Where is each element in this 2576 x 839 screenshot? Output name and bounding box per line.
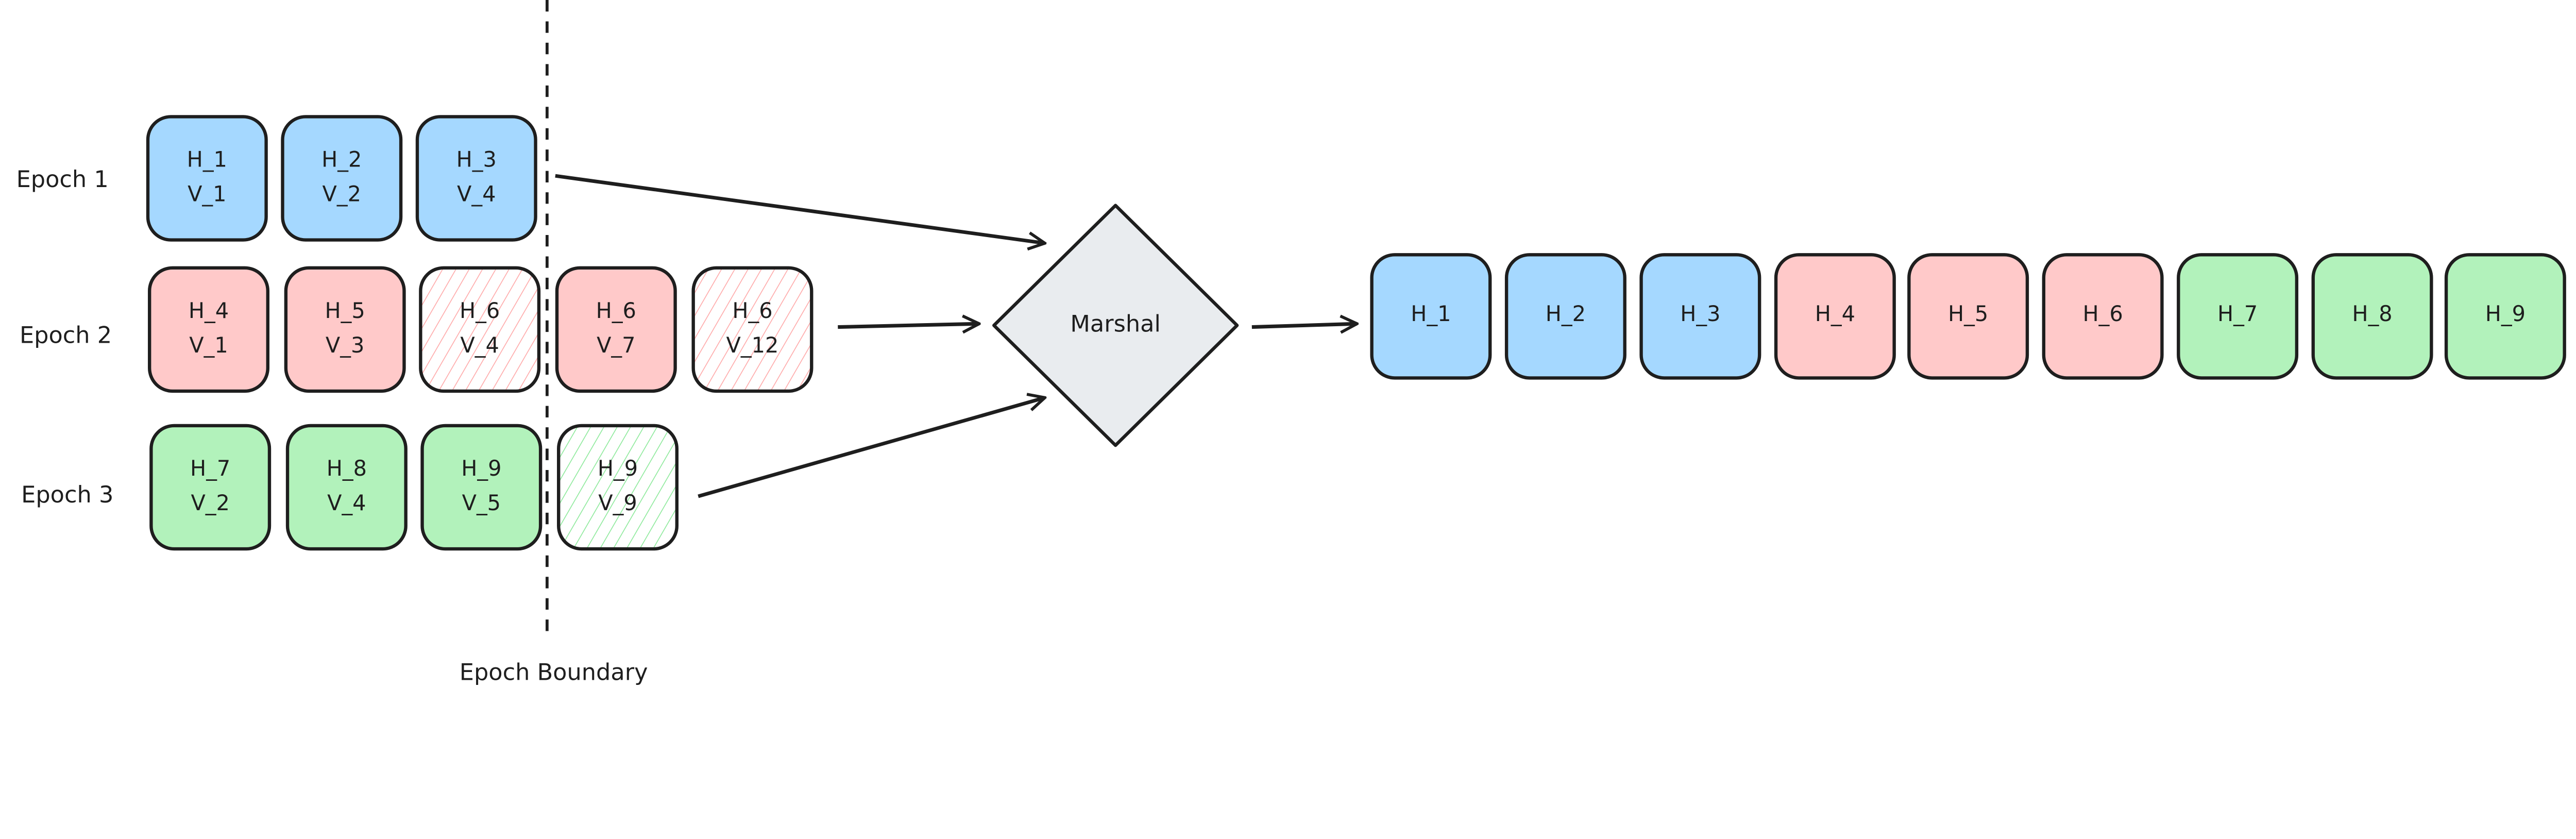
- output-block-shape: [1504, 253, 1626, 380]
- output-block-label: H_5: [1948, 301, 1988, 326]
- block-v-label: V_12: [726, 333, 779, 358]
- block: H_9V_5: [420, 424, 543, 551]
- block-v-label: V_4: [457, 181, 496, 206]
- epoch-row-3: Epoch 3H_7V_2H_8V_4H_9V_5H_9V_9: [21, 424, 679, 551]
- output-block-label: H_7: [2217, 301, 2258, 326]
- output-block-shape: [1907, 253, 2029, 380]
- block-v-label: V_1: [188, 181, 226, 206]
- output-block-label: H_3: [1680, 301, 1720, 326]
- block-shape: [281, 115, 403, 242]
- block-h-label: H_2: [321, 147, 362, 172]
- block-h-label: H_1: [187, 147, 227, 172]
- block-shape: [149, 424, 272, 551]
- block: H_7V_2: [149, 424, 272, 551]
- block-shape: [555, 266, 677, 393]
- output-block-label: H_8: [2352, 301, 2392, 326]
- output-block: H_2: [1504, 253, 1626, 380]
- output-block-shape: [1370, 253, 1492, 380]
- block-h-label: H_6: [460, 298, 500, 323]
- output-block-shape: [1639, 253, 1761, 380]
- epoch-boundary-label: Epoch Boundary: [460, 659, 648, 685]
- block-h-label: H_9: [461, 456, 501, 481]
- output-block: H_7: [2177, 253, 2299, 380]
- block-v-label: V_1: [189, 333, 228, 358]
- block-v-label: V_4: [460, 333, 499, 358]
- block-shape: [420, 424, 543, 551]
- output-block-label: H_6: [2082, 301, 2123, 326]
- block-shape: [285, 424, 408, 551]
- hatched-block: H_6V_4: [419, 266, 541, 393]
- output-block-label: H_1: [1411, 301, 1451, 326]
- block-v-label: V_9: [598, 491, 637, 515]
- block: H_1V_1: [146, 115, 268, 242]
- epoch-label: Epoch 3: [21, 481, 113, 508]
- output-block: H_6: [2042, 253, 2164, 380]
- block-h-label: H_6: [732, 298, 772, 323]
- epoch-label: Epoch 1: [16, 166, 109, 193]
- output-block-shape: [2444, 253, 2566, 380]
- block-shape: [691, 266, 814, 393]
- block-shape: [557, 424, 679, 551]
- epoch-row-2: Epoch 2H_4V_1H_5V_3H_6V_4H_6V_7H_6V_12: [20, 266, 814, 393]
- output-block-label: H_4: [1815, 301, 1855, 326]
- block-h-label: H_8: [327, 456, 367, 481]
- output-block: H_1: [1370, 253, 1492, 380]
- output-arrow: [1251, 324, 1357, 327]
- block-h-label: H_4: [189, 298, 229, 323]
- epoch3-arrow: [698, 398, 1045, 498]
- block-v-label: V_7: [597, 333, 635, 358]
- output-block: H_5: [1907, 253, 2029, 380]
- hatched-block: H_6V_12: [691, 266, 814, 393]
- block: H_5V_3: [284, 266, 406, 393]
- output-block-label: H_9: [2485, 301, 2526, 326]
- hatched-block: H_9V_9: [557, 424, 679, 551]
- epoch-row-1: Epoch 1H_1V_1H_2V_2H_3V_4: [16, 115, 537, 242]
- block-h-label: H_9: [598, 456, 638, 481]
- output-block-shape: [1774, 253, 1896, 380]
- block-shape: [284, 266, 406, 393]
- output-block-shape: [2042, 253, 2164, 380]
- output-block: H_3: [1639, 253, 1761, 380]
- epoch-label: Epoch 2: [20, 322, 112, 349]
- epoch1-arrow: [555, 174, 1045, 243]
- block-v-label: V_4: [327, 491, 366, 515]
- epoch2-arrow: [838, 324, 979, 327]
- block-v-label: V_2: [323, 181, 361, 206]
- block-h-label: H_5: [325, 298, 365, 323]
- output-block-label: H_2: [1546, 301, 1586, 326]
- marshal-label: Marshal: [1070, 310, 1160, 337]
- block-h-label: H_3: [456, 147, 497, 172]
- block-shape: [415, 115, 537, 242]
- block-shape: [148, 266, 269, 393]
- block-h-label: H_6: [596, 298, 636, 323]
- block: H_2V_2: [281, 115, 403, 242]
- block: H_3V_4: [415, 115, 537, 242]
- block-shape: [419, 266, 541, 393]
- block-h-label: H_7: [190, 456, 230, 481]
- block-v-label: V_5: [462, 491, 501, 515]
- output-block: H_8: [2311, 253, 2433, 380]
- block: H_8V_4: [285, 424, 408, 551]
- block: H_6V_7: [555, 266, 677, 393]
- marshal-diamond: [992, 204, 1239, 447]
- output-block: H_4: [1774, 253, 1896, 380]
- block-v-label: V_3: [326, 333, 364, 358]
- output-block: H_9: [2444, 253, 2566, 380]
- output-block-shape: [2177, 253, 2299, 380]
- block-v-label: V_2: [191, 491, 229, 515]
- block-shape: [146, 115, 268, 242]
- block: H_4V_1: [148, 266, 269, 393]
- output-block-shape: [2311, 253, 2433, 380]
